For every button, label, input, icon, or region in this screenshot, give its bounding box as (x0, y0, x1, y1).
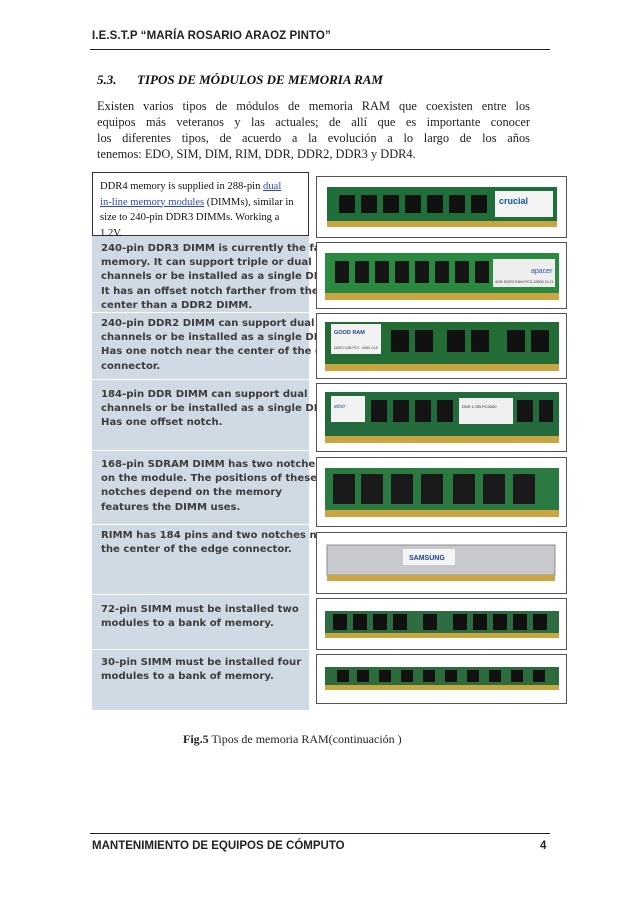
ddr4-text: (DIMMs), similar in (204, 196, 294, 208)
ddr3-label: 4GB DDR3 RAM PC3-12800 CL11 (495, 280, 554, 284)
figure-caption: Fig.5 Tipos de memoria RAM(continuación … (183, 732, 402, 747)
intro-paragraph: Existen varios tipos de módulos de memor… (97, 98, 530, 162)
ram-types-figure: DDR4 memory is supplied in 288-pin dual … (92, 172, 567, 710)
dimm-link[interactable]: in-line memory modules (100, 196, 205, 208)
paragraph-line: tenemos: EDO, SIM, DIM, RIM, DDR, DDR2, … (97, 147, 416, 161)
divider (92, 312, 309, 313)
ddr2-module-image: GOOD RAM DDR2 1GB PC2 - 5300 CL5 (316, 313, 567, 379)
footer-rule (90, 833, 550, 834)
ddr4-description-box: DDR4 memory is supplied in 288-pin dual … (92, 172, 309, 239)
ddr3-module-image: apacer 4GB DDR3 RAM PC3-12800 CL11 (316, 242, 567, 309)
section-number: 5.3. (97, 72, 117, 87)
page-number: 4 (540, 840, 547, 852)
dual-link[interactable]: dual (263, 181, 282, 192)
ddr-label: DDR 1 GB PC3200 (462, 404, 497, 409)
page-footer: MANTENIMIENTO DE EQUIPOS DE CÓMPUTO (92, 840, 345, 852)
ddr4-brand: crucial (499, 196, 528, 206)
simm72-module-image (316, 598, 567, 650)
ddr2-label: DDR2 1GB PC2 - 5300 CL5 (334, 346, 378, 350)
rimm-brand: SAMSUNG (409, 555, 445, 562)
header-rule (90, 49, 550, 50)
descriptions-panel: 240-pin DDR3 DIMM is currently the faste… (92, 236, 349, 710)
sdram-module-image (316, 457, 567, 527)
divider (92, 649, 309, 650)
section-title: 5.3. TIPOS DE MÓDULOS DE MEMORIA RAM (97, 72, 383, 88)
ddr2-brand: GOOD RAM (334, 330, 365, 336)
ddr4-text: DDR4 memory is supplied in 288-pin (100, 181, 264, 192)
section-title-text: TIPOS DE MÓDULOS DE MEMORIA RAM (137, 72, 383, 87)
simm30-module-image (316, 654, 567, 704)
divider (92, 450, 309, 451)
ddr3-description: 240-pin DDR3 DIMM is currently the faste… (101, 243, 350, 311)
ddr3-brand: apacer (531, 268, 553, 275)
ddr4-text: 1.2V. (100, 227, 123, 239)
paragraph-line: Existen varios tipos de módulos de memor… (97, 99, 530, 113)
rimm-module-image: SAMSUNG (316, 532, 567, 594)
ddr4-text: size to 240-pin DDR3 DIMMs. Working a (100, 212, 280, 223)
divider (92, 594, 309, 595)
figure-label: Fig.5 (183, 732, 209, 746)
ddr-module-image: elixir DDR 1 GB PC3200 (316, 383, 567, 452)
divider (92, 379, 309, 380)
ddr4-module-image: crucial (316, 176, 567, 238)
paragraph-line: los diferentes tipos, de acuerdo a la ev… (97, 131, 530, 145)
figure-caption-text: Tipos de memoria RAM(continuación ) (208, 732, 402, 746)
divider (92, 524, 309, 525)
ddr-brand: elixir (334, 404, 346, 410)
page-header: I.E.S.T.P “MARÍA ROSARIO ARAOZ PINTO” (92, 30, 331, 42)
paragraph-line: equipos más veteranos y las actuales; de… (97, 115, 530, 129)
